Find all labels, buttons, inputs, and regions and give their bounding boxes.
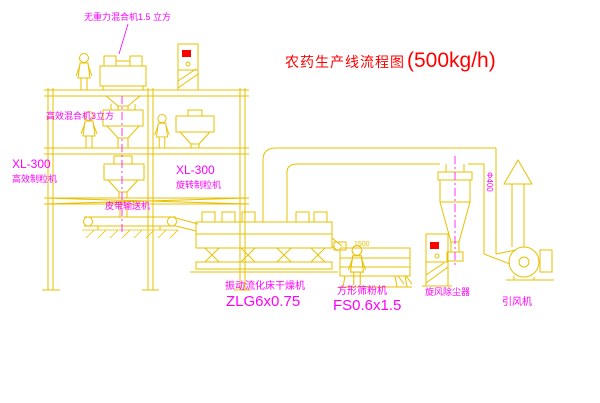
label-leader-line <box>118 23 129 55</box>
drawing-title: 农药生产线流程图 (500kg/h) <box>285 49 496 73</box>
exhaust-duct <box>262 147 517 265</box>
drawing-title-capacity: (500kg/h) <box>407 49 496 72</box>
fluid-bed-dryer-machine <box>190 211 343 273</box>
induced-draft-fan-machine <box>506 246 554 281</box>
discharge-pipe <box>119 204 128 217</box>
worker-figure-3 <box>154 113 170 149</box>
granulator-machine <box>103 155 145 199</box>
drawing-title-text: 农药生产线流程图 <box>285 54 405 70</box>
belt-conveyor-machine <box>83 216 199 232</box>
building-frame <box>42 88 251 291</box>
sieve-label: 方形筛粉机 <box>337 286 387 297</box>
dryer-model: ZLG6x0.75 <box>226 293 301 310</box>
square-sieve-machine: 1500 <box>333 241 413 288</box>
gravity-mixer-label: 无重力混合机1.5 立方 <box>84 12 172 22</box>
exhaust-stack <box>503 159 533 247</box>
sieve-dimension-text: 1500 <box>354 241 370 248</box>
duct-diameter-text: Φ400 <box>485 172 494 192</box>
efficient-mixer-label: 高效混合机3立方 <box>46 111 115 121</box>
worker-figure-4 <box>347 245 367 286</box>
sieve-model: FS0.6x1.5 <box>333 297 402 314</box>
gravity-mixer-machine <box>99 55 147 111</box>
fan-label: 引风机 <box>502 297 532 308</box>
belt-conveyor-label: 皮带输送机 <box>105 201 151 211</box>
cyclone-label: 旋风除尘器 <box>425 287 471 297</box>
level2-bin-machine <box>175 109 215 149</box>
centerlines <box>121 96 456 268</box>
control-cabinet-2 <box>422 233 452 287</box>
control-cabinet-1 <box>177 43 199 91</box>
granulator-right-model: XL-300 <box>176 163 215 177</box>
dryer-label: 振动流化床干燥机 <box>225 281 305 292</box>
granulator-left-model: XL-300 <box>12 157 51 171</box>
granulator-left-label: 高效制粒机 <box>12 174 58 184</box>
ground-hatch <box>82 229 179 239</box>
worker-figure-1 <box>75 53 93 91</box>
granulator-right-label: 旋转制粒机 <box>176 180 222 190</box>
efficient-mixer-machine <box>102 104 144 149</box>
